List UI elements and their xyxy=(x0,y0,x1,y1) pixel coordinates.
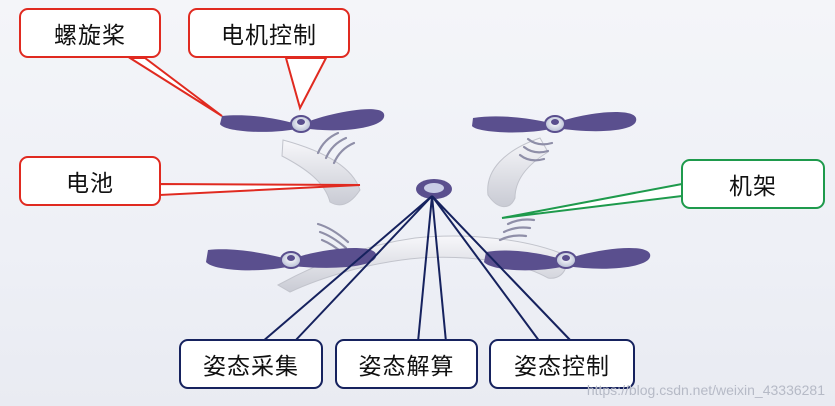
attitude-control-label: 姿态控制 xyxy=(489,339,635,389)
pointer-motor-control xyxy=(284,57,328,111)
flight-controller xyxy=(416,179,452,199)
propeller-bottom-left xyxy=(206,247,377,271)
rotation-arcs xyxy=(316,131,554,256)
battery-label: 电池 xyxy=(19,156,161,206)
attitude-solving-label: 姿态解算 xyxy=(335,339,478,389)
attitude-acquisition-label: 姿态采集 xyxy=(179,339,323,389)
propeller-top-right xyxy=(472,111,637,133)
frame-label: 机架 xyxy=(681,159,825,209)
motor-control-label: 电机控制 xyxy=(188,8,350,58)
propeller-top-left xyxy=(220,109,385,133)
pointer-frame xyxy=(501,182,683,219)
watermark: https://blog.csdn.net/weixin_43336281 xyxy=(586,382,825,398)
propeller-label: 螺旋桨 xyxy=(19,8,161,58)
pointer-attitude-lines xyxy=(261,195,573,343)
pointer-propeller xyxy=(126,57,223,117)
propeller-bottom-right xyxy=(484,247,651,271)
